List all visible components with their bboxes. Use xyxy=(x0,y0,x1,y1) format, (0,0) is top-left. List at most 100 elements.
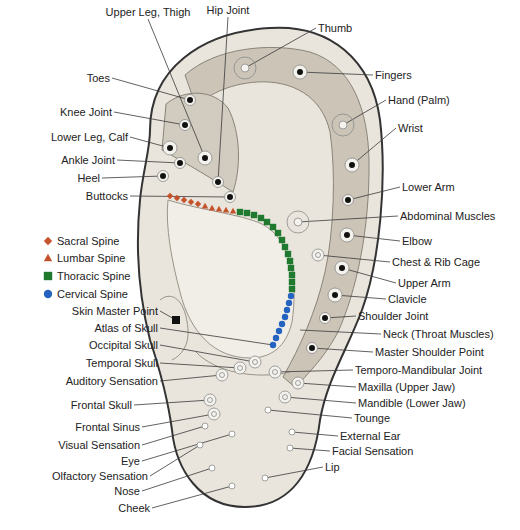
point-ring xyxy=(289,429,295,435)
point-label: Shoulder Joint xyxy=(358,309,428,323)
leader-line xyxy=(114,112,185,125)
point-label: Hand (Palm) xyxy=(388,93,450,107)
ear-point xyxy=(175,158,186,169)
spine-marker xyxy=(286,300,292,306)
point-label: Cheek xyxy=(118,501,150,515)
point-label: Elbow xyxy=(402,234,432,248)
ear-point xyxy=(335,261,349,275)
ear-point xyxy=(262,475,268,481)
point-ring xyxy=(269,366,281,378)
point-ring xyxy=(208,398,213,403)
spine-marker xyxy=(276,328,282,334)
spine-marker xyxy=(275,230,281,236)
point-ring xyxy=(340,228,354,242)
spine-marker xyxy=(287,258,293,264)
leader-line xyxy=(300,72,373,75)
leader-line xyxy=(300,330,381,334)
point-dot xyxy=(332,292,338,298)
point-dot xyxy=(187,97,193,103)
leader-line xyxy=(343,100,386,125)
ear-point xyxy=(234,362,246,374)
ear-point xyxy=(225,192,236,203)
point-dot xyxy=(227,194,233,200)
point-ring xyxy=(316,253,321,258)
point-ring xyxy=(225,192,236,203)
point-ring xyxy=(180,120,191,131)
spine-marker xyxy=(216,206,222,212)
point-ring xyxy=(292,377,304,389)
leader-line xyxy=(285,397,356,403)
leader-line xyxy=(134,400,210,405)
point-label: Abdominal Muscles xyxy=(400,209,495,223)
point-ring xyxy=(296,381,301,386)
point-ring xyxy=(220,373,225,378)
point-label: Lower Arm xyxy=(402,180,455,194)
point-dot xyxy=(182,122,188,128)
point-ring xyxy=(335,261,349,275)
leader-line xyxy=(298,383,356,387)
spine-marker xyxy=(264,219,270,225)
point-dot xyxy=(345,197,351,203)
legend-symbol xyxy=(44,254,52,262)
point-label: Auditory Sensation xyxy=(66,374,158,388)
ear-point xyxy=(197,442,203,448)
spine-marker xyxy=(284,307,290,313)
sacral-spine-markers xyxy=(167,193,201,207)
legend-symbols xyxy=(44,237,52,298)
leader-line xyxy=(318,255,390,262)
point-ring xyxy=(287,445,293,451)
leader-line xyxy=(245,28,316,68)
ear-point xyxy=(249,356,261,368)
spine-marker xyxy=(167,193,173,199)
spine-marker xyxy=(289,286,295,292)
point-dot xyxy=(349,162,355,168)
ear-point xyxy=(293,65,307,79)
point-dot xyxy=(344,232,350,238)
point-ring xyxy=(229,483,235,489)
point-dot xyxy=(215,179,221,185)
ear-point xyxy=(328,288,342,302)
leader-line xyxy=(352,128,396,165)
point-dot xyxy=(297,69,303,75)
ear-point xyxy=(265,407,271,413)
point-label: Tounge xyxy=(354,411,390,425)
point-ring xyxy=(328,288,342,302)
point-label: Visual Sensation xyxy=(58,438,140,452)
point-ring xyxy=(345,158,359,172)
point-label: Chest & Rib Cage xyxy=(392,255,480,269)
concha xyxy=(167,200,294,358)
spine-marker xyxy=(279,237,285,243)
point-dot xyxy=(167,145,173,151)
point-ring xyxy=(213,177,224,188)
tragus-line xyxy=(160,296,188,360)
thoracic-spine-markers xyxy=(237,209,295,292)
point-ring xyxy=(175,158,186,169)
leader-line xyxy=(335,295,386,299)
ear-point xyxy=(307,343,318,354)
ear-point xyxy=(213,177,224,188)
point-ring xyxy=(234,362,246,374)
spine-marker xyxy=(174,195,180,201)
point-dot xyxy=(202,155,208,161)
leader-line xyxy=(275,370,353,372)
spine-marker xyxy=(230,208,236,214)
point-ring xyxy=(287,211,309,233)
ear-point xyxy=(269,366,281,378)
spine-marker xyxy=(188,199,194,205)
ear-point xyxy=(332,114,354,136)
leader-line xyxy=(268,410,352,418)
leader-line xyxy=(160,328,273,345)
point-ring xyxy=(312,249,324,261)
leader-line xyxy=(142,434,232,461)
point-ring xyxy=(294,218,302,226)
spine-marker xyxy=(273,335,279,341)
point-dot xyxy=(177,160,183,166)
spine-marker xyxy=(209,205,215,211)
point-ring xyxy=(197,442,203,448)
point-ring xyxy=(262,475,268,481)
ear-point xyxy=(229,431,235,437)
point-ring xyxy=(208,408,220,420)
point-ring xyxy=(249,356,261,368)
leader-line xyxy=(348,187,400,200)
